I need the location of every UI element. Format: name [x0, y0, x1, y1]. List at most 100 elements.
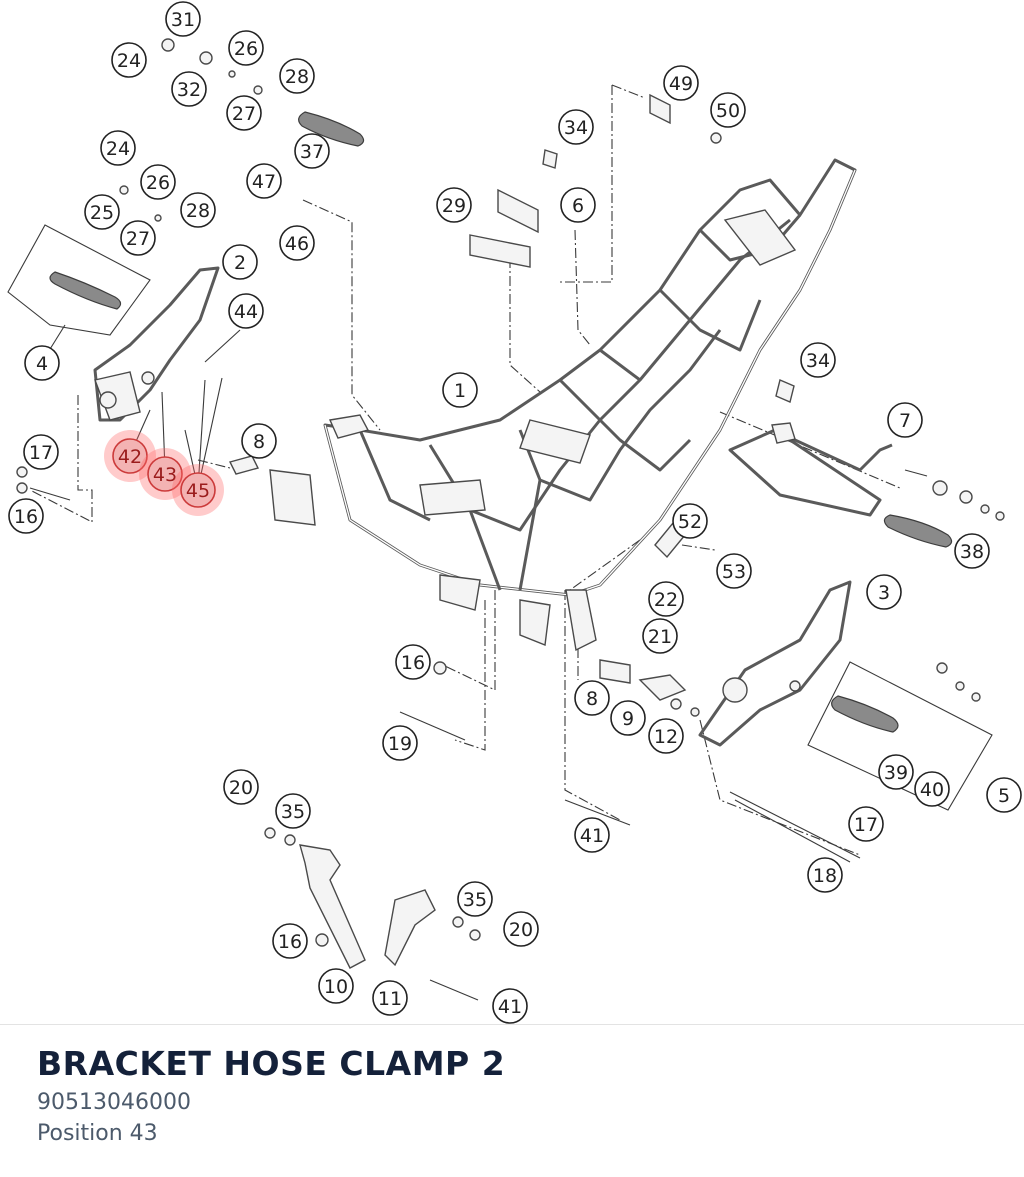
callout-ring: [986, 777, 1022, 813]
callout-label: 49: [669, 73, 693, 95]
callout-3[interactable]: 3: [866, 574, 902, 610]
callout-ring: [610, 700, 646, 736]
callout-47[interactable]: 47: [246, 163, 282, 199]
callout-24[interactable]: 24: [111, 42, 147, 78]
callout-41[interactable]: 41: [492, 988, 528, 1024]
subframe-7: [728, 422, 893, 517]
callout-ring: [275, 793, 311, 829]
callout-label: 41: [498, 996, 522, 1018]
callout-16[interactable]: 16: [395, 644, 431, 680]
callout-49[interactable]: 49: [663, 65, 699, 101]
callout-8[interactable]: 8: [574, 680, 610, 716]
callout-16[interactable]: 16: [272, 923, 308, 959]
callout-ring: [672, 503, 708, 539]
callout-label: 28: [285, 66, 309, 88]
callout-46[interactable]: 46: [279, 225, 315, 261]
callout-2[interactable]: 2: [222, 244, 258, 280]
callout-42-highlighted[interactable]: 42: [104, 430, 156, 482]
divider: [0, 1024, 1024, 1025]
callout-44[interactable]: 44: [228, 293, 264, 329]
callout-ring: [558, 109, 594, 145]
callout-10[interactable]: 10: [318, 968, 354, 1004]
callout-6[interactable]: 6: [560, 187, 596, 223]
callout-52[interactable]: 52: [672, 503, 708, 539]
callout-32[interactable]: 32: [171, 71, 207, 107]
callout-17[interactable]: 17: [23, 434, 59, 470]
callout-50[interactable]: 50: [710, 92, 746, 128]
callout-label: 47: [252, 171, 276, 193]
callout-11[interactable]: 11: [372, 980, 408, 1016]
callout-1[interactable]: 1: [442, 372, 478, 408]
callout-40[interactable]: 40: [914, 771, 950, 807]
callout-ring: [180, 192, 216, 228]
callout-28[interactable]: 28: [279, 58, 315, 94]
callout-28[interactable]: 28: [180, 192, 216, 228]
callout-21[interactable]: 21: [642, 618, 678, 654]
callout-ring: [272, 923, 308, 959]
callout-label: 22: [654, 589, 678, 611]
callout-ring: [246, 163, 282, 199]
callout-35[interactable]: 35: [275, 793, 311, 829]
callout-20[interactable]: 20: [503, 911, 539, 947]
callout-37[interactable]: 37: [294, 133, 330, 169]
callout-ring: [574, 680, 610, 716]
callout-5[interactable]: 5: [986, 777, 1022, 813]
callout-38[interactable]: 38: [954, 533, 990, 569]
callout-ring: [318, 968, 354, 1004]
callout-label: 26: [234, 38, 258, 60]
callout-45-highlighted[interactable]: 45: [172, 464, 224, 516]
callout-label: 44: [234, 301, 258, 323]
callout-label: 25: [90, 202, 114, 224]
callout-ring: [8, 498, 44, 534]
callout-26[interactable]: 26: [228, 30, 264, 66]
callout-16[interactable]: 16: [8, 498, 44, 534]
part-number: 90513046000: [37, 1090, 191, 1115]
callout-ring: [710, 92, 746, 128]
callout-22[interactable]: 22: [648, 581, 684, 617]
callout-ring: [241, 423, 277, 459]
callout-53[interactable]: 53: [716, 553, 752, 589]
callout-12[interactable]: 12: [648, 718, 684, 754]
callout-label: 17: [29, 442, 53, 464]
callout-label: 28: [186, 200, 210, 222]
callout-label: 8: [586, 688, 598, 710]
callout-label: 12: [654, 726, 678, 748]
callout-ring: [648, 718, 684, 754]
callout-27[interactable]: 27: [226, 95, 262, 131]
callout-label: 41: [580, 825, 604, 847]
callout-label: 52: [678, 511, 702, 533]
callout-34[interactable]: 34: [800, 342, 836, 378]
callout-26[interactable]: 26: [140, 164, 176, 200]
callout-39[interactable]: 39: [878, 754, 914, 790]
callout-27[interactable]: 27: [120, 220, 156, 256]
callout-8[interactable]: 8: [241, 423, 277, 459]
callout-label: 35: [463, 889, 487, 911]
callout-ring: [294, 133, 330, 169]
callout-17[interactable]: 17: [848, 806, 884, 842]
callout-ring: [887, 402, 923, 438]
callout-ring: [372, 980, 408, 1016]
callout-ring: [560, 187, 596, 223]
callout-31[interactable]: 31: [165, 1, 201, 37]
callout-35[interactable]: 35: [457, 881, 493, 917]
callout-24[interactable]: 24: [100, 130, 136, 166]
leader-lines: [29, 84, 901, 856]
callout-29[interactable]: 29: [436, 187, 472, 223]
callout-ring: [807, 857, 843, 893]
callout-7[interactable]: 7: [887, 402, 923, 438]
callout-20[interactable]: 20: [223, 769, 259, 805]
callout-4[interactable]: 4: [24, 345, 60, 381]
callout-ring: [165, 1, 201, 37]
callout-label: 39: [884, 762, 908, 784]
callout-label: 21: [648, 626, 672, 648]
callout-label: 20: [509, 919, 533, 941]
footrest-bracket-3: [698, 580, 852, 747]
callout-43-highlighted[interactable]: 43: [139, 448, 191, 500]
callout-19[interactable]: 19: [382, 725, 418, 761]
callout-34[interactable]: 34: [558, 109, 594, 145]
callout-41[interactable]: 41: [574, 817, 610, 853]
callout-9[interactable]: 9: [610, 700, 646, 736]
callout-ring: [279, 58, 315, 94]
callout-18[interactable]: 18: [807, 857, 843, 893]
callout-25[interactable]: 25: [84, 194, 120, 230]
